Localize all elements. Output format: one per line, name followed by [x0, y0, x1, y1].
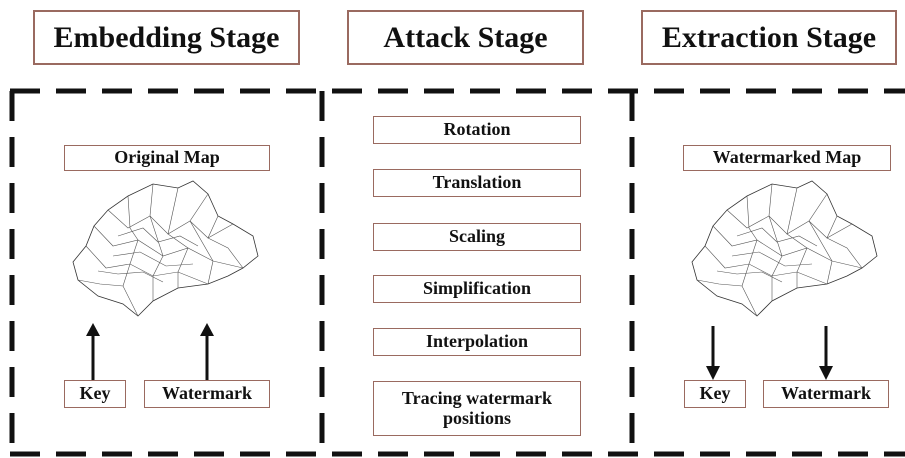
extraction-stage-title: Extraction Stage: [641, 10, 897, 65]
watermark-arrow-down: [819, 326, 833, 380]
extraction-watermark-box: Watermark: [763, 380, 889, 408]
extraction-key-box: Key: [684, 380, 746, 408]
watermark-arrow-up: [200, 323, 214, 380]
attack-simplification: Simplification: [373, 275, 581, 303]
embedding-key-box: Key: [64, 380, 126, 408]
attack-interpolation: Interpolation: [373, 328, 581, 356]
original-map-image: [72, 180, 259, 317]
attack-tracing-watermark-positions: Tracing watermark positions: [373, 381, 581, 436]
attack-rotation: Rotation: [373, 116, 581, 144]
embedding-stage-title: Embedding Stage: [33, 10, 300, 65]
embedding-watermark-box: Watermark: [144, 380, 270, 408]
attack-scaling: Scaling: [373, 223, 581, 251]
attack-stage-title: Attack Stage: [347, 10, 584, 65]
key-arrow-up: [86, 323, 100, 380]
watermarked-map-label: Watermarked Map: [683, 145, 891, 171]
attack-translation: Translation: [373, 169, 581, 197]
watermarked-map-image: [691, 180, 878, 317]
original-map-label: Original Map: [64, 145, 270, 171]
key-arrow-down: [706, 326, 720, 380]
